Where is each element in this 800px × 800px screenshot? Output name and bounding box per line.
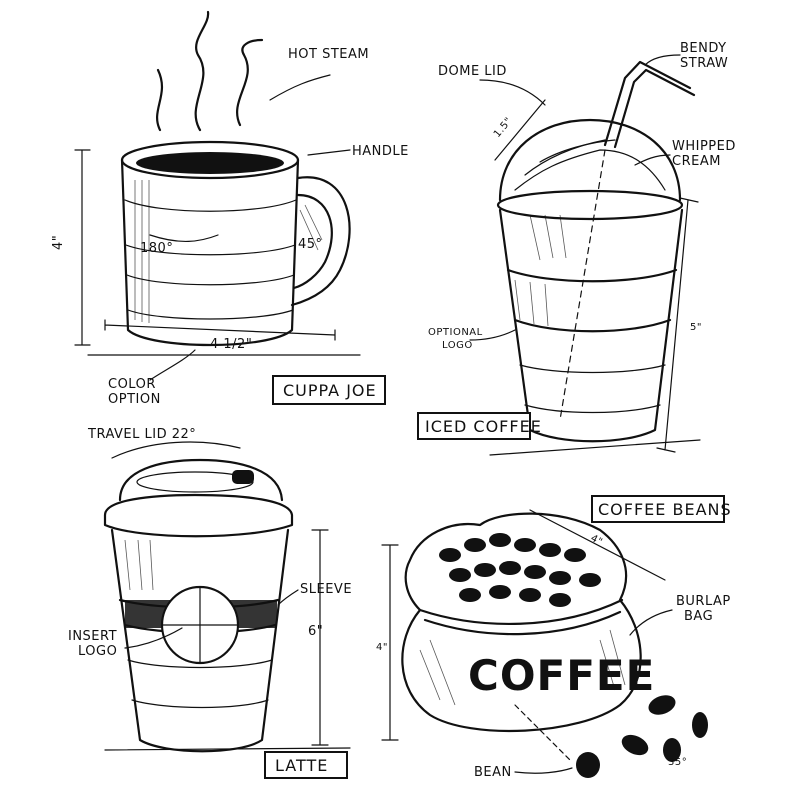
latte-cup-icon [103, 458, 294, 753]
mug-title-box [272, 375, 386, 405]
lid-dimension [494, 99, 546, 161]
bean-angle-value: 35° [668, 757, 687, 768]
sleeve-pointer [277, 589, 299, 606]
straw-label-1: BENDY [680, 41, 727, 56]
steam-label: HOT STEAM [288, 47, 369, 62]
color-option-label-2: OPTION [108, 392, 161, 407]
travel-lid-arc [111, 441, 241, 459]
color-option-pointer [149, 349, 196, 381]
mug-title: CUPPA JOE [283, 381, 377, 400]
optional-logo-label-1: OPTIONAL [428, 327, 483, 338]
iced-title: ICED COFFEE [425, 417, 542, 436]
mug-panel: HOT STEAM 4" 4 1/2" 180° 45° HANDLE [51, 10, 409, 407]
beans-height-dimension [381, 544, 399, 741]
loose-beans-icon [576, 695, 708, 778]
burlap-pointer [629, 609, 673, 636]
latte-height-value: 6" [308, 624, 323, 639]
handle-pointer [307, 149, 351, 156]
cream-label-1: WHIPPED [672, 139, 736, 154]
iced-title-box [417, 412, 531, 440]
straw-label-2: STRAW [680, 56, 728, 71]
mug-icon [120, 140, 351, 347]
iced-cup-icon [496, 60, 696, 443]
insert-logo-label-1: INSERT [68, 629, 117, 644]
mug-handle-angle: 45° [298, 237, 323, 252]
dome-lid-label: DOME LID [438, 64, 507, 79]
beans-top-dimension [529, 509, 666, 581]
optional-logo-pointer [469, 329, 516, 341]
beans-title: COFFEE BEANS [598, 500, 732, 519]
iced-panel: DOME LID BENDY STRAW WHIPPED CREAM OPTIO… [417, 41, 736, 456]
insert-logo-pointer [124, 627, 183, 649]
mug-rotation-value: 180° [140, 241, 173, 256]
mug-width-value: 4 1/2" [210, 337, 252, 352]
mug-height-dimension [74, 149, 91, 346]
latte-panel: TRAVEL LID 22° SLEEVE INSERT LOGO 6 [68, 427, 352, 779]
straw-pointer [644, 54, 681, 66]
beans-panel: COFFEE BEANS [376, 495, 732, 780]
bean-pointer [514, 767, 573, 774]
bean-dashed-line [514, 704, 571, 761]
mug-rotation-arrow [149, 234, 219, 243]
beans-top-value: 4" [589, 533, 605, 548]
color-option-label-1: COLOR [108, 377, 156, 392]
steam-pointer [269, 74, 331, 101]
iced-height-value: 5" [690, 322, 702, 333]
burlap-bag-icon [401, 512, 642, 733]
dome-lid-pointer [479, 79, 546, 106]
sleeve-label: SLEEVE [300, 582, 352, 597]
beans-height-value: 4" [376, 642, 388, 653]
beans-title-box [591, 495, 725, 523]
mug-width-dimension [104, 319, 336, 341]
mug-height-value: 4" [51, 235, 66, 250]
latte-title: LATTE [275, 756, 328, 775]
insert-logo-label-2: LOGO [78, 644, 117, 659]
cream-pointer [634, 154, 671, 166]
iced-base-line [489, 439, 701, 456]
burlap-label-1: BURLAP [676, 594, 731, 609]
latte-base-line [104, 747, 351, 751]
handle-label: HANDLE [352, 144, 409, 159]
iced-height-dimension [656, 197, 699, 453]
latte-height-dimension [311, 529, 329, 746]
cream-label-2: CREAM [672, 154, 721, 169]
travel-lid-label: TRAVEL LID 22° [87, 427, 196, 442]
lid-dimension-value: 1.5" [492, 116, 515, 140]
steam-icon [156, 10, 264, 132]
optional-logo-label-2: LOGO [442, 340, 473, 351]
bag-word: COFFEE [468, 651, 655, 700]
latte-title-box [264, 751, 348, 779]
burlap-label-2: BAG [684, 609, 713, 624]
bean-label: BEAN [474, 765, 512, 780]
